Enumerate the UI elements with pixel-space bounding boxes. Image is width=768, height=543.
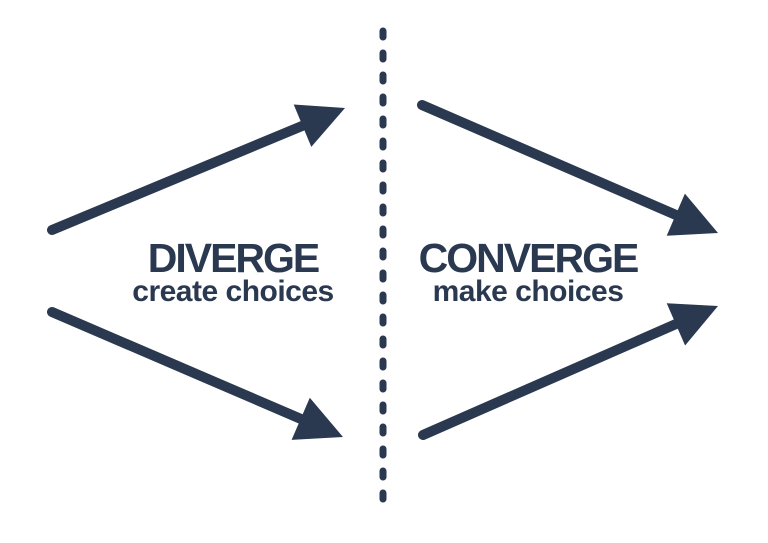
diverge-down-arrow-icon	[47, 307, 343, 440]
converge-title: CONVERGE	[418, 235, 640, 281]
diverge-title: DIVERGE	[147, 235, 321, 281]
converge-label-block: CONVERGE make choices	[418, 235, 640, 308]
converge-up-arrow-icon	[418, 303, 718, 440]
converge-subtitle: make choices	[432, 275, 624, 308]
diverge-up-arrow-icon	[47, 104, 345, 235]
converge-down-arrow-icon	[417, 100, 718, 236]
diverge-subtitle: create choices	[132, 275, 334, 308]
diverge-label-block: DIVERGE create choices	[132, 235, 334, 308]
